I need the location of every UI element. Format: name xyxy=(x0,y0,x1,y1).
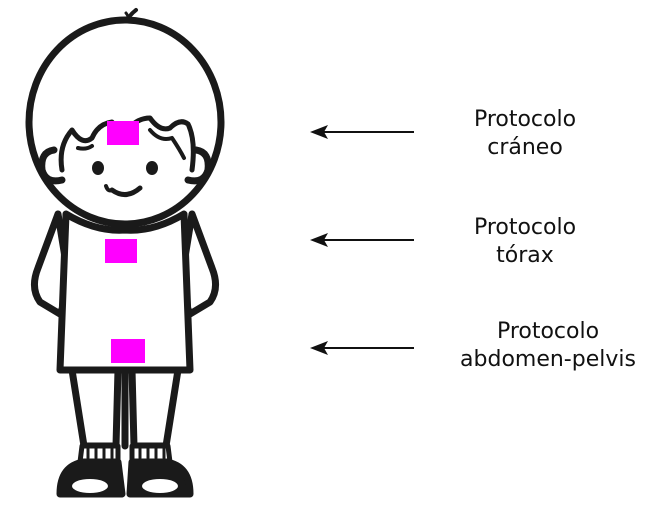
arrow-cranio xyxy=(310,125,414,139)
right-leg xyxy=(132,370,178,446)
marker-cranio xyxy=(107,121,139,145)
label-torax-line2: tórax xyxy=(440,242,610,270)
left-leg xyxy=(72,370,118,446)
arrow-torax xyxy=(310,233,414,247)
label-protocolo-cranio: Protocolo cráneo xyxy=(440,106,610,162)
label-cranio-line1: Protocolo xyxy=(440,106,610,134)
label-abdomen-line2: abdomen-pelvis xyxy=(430,346,666,374)
label-abdomen-line1: Protocolo xyxy=(430,318,666,346)
label-torax-line1: Protocolo xyxy=(440,214,610,242)
marker-torax xyxy=(105,239,137,263)
label-protocolo-torax: Protocolo tórax xyxy=(440,214,610,270)
left-eye xyxy=(92,161,104,175)
marker-abdomen xyxy=(111,339,145,363)
label-protocolo-abdomen-pelvis: Protocolo abdomen-pelvis xyxy=(430,318,666,374)
right-eye xyxy=(146,161,158,175)
arrow-abdomen xyxy=(310,341,414,355)
label-cranio-line2: cráneo xyxy=(440,134,610,162)
